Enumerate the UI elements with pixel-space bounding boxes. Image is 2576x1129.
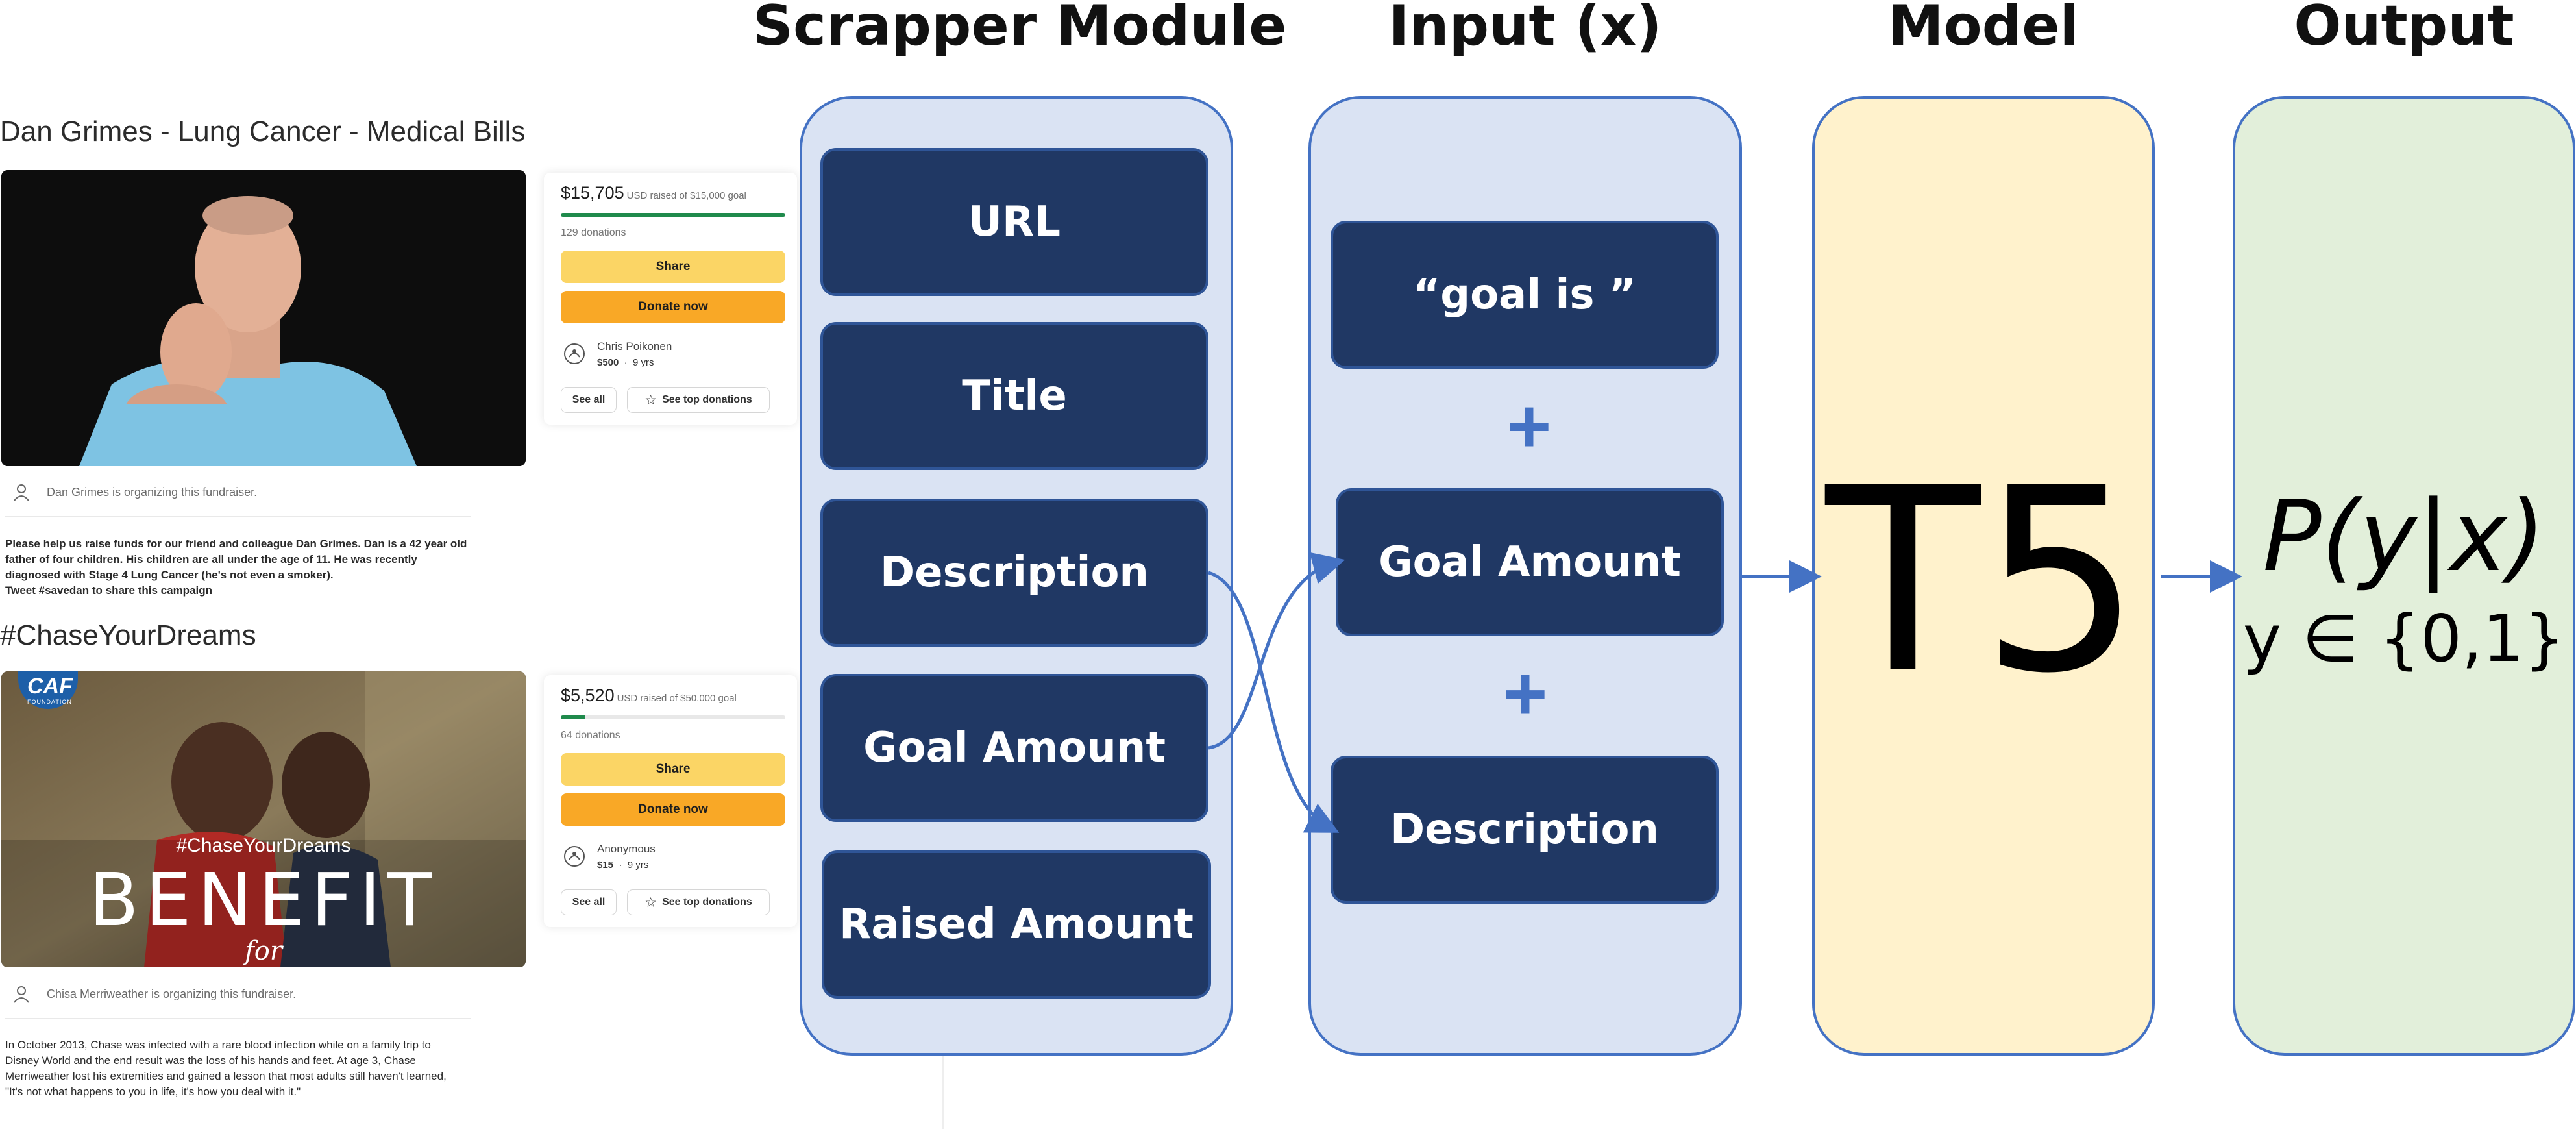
donor-meta: $15 · 9 yrs bbox=[597, 860, 649, 871]
image-hashtag: #ChaseYourDreams bbox=[176, 835, 351, 856]
see-all-button[interactable]: See all bbox=[561, 387, 617, 413]
arrow-description-to-input bbox=[1208, 571, 1340, 833]
caf-logo-text: CAF bbox=[27, 674, 73, 699]
donation-count: 64 donations bbox=[561, 730, 620, 741]
scrapper-title-box: Title bbox=[820, 322, 1208, 470]
user-icon bbox=[14, 986, 29, 1003]
fundraiser-1-title: Dan Grimes - Lung Cancer - Medical Bills bbox=[0, 116, 526, 147]
input-title: Input (x) bbox=[1388, 0, 1662, 58]
donor-icon bbox=[564, 343, 585, 364]
donor-name: Anonymous bbox=[597, 843, 656, 855]
progress-bar bbox=[561, 715, 785, 719]
output-set: y ∈ {0,1} bbox=[2242, 601, 2566, 676]
input-goal-amount-box: Goal Amount bbox=[1336, 488, 1724, 636]
output-title: Output bbox=[2294, 0, 2514, 58]
plus-icon: + bbox=[1503, 651, 1548, 737]
donor-icon bbox=[564, 846, 585, 867]
fundraiser-1-organizer: Dan Grimes is organizing this fundraiser… bbox=[47, 486, 258, 499]
output-formula: P(y|x) bbox=[2263, 480, 2545, 593]
see-top-donations-button[interactable]: ☆See top donations bbox=[627, 387, 770, 413]
donate-button[interactable]: Donate now bbox=[561, 793, 785, 826]
arrow-goal-to-input bbox=[1208, 552, 1345, 750]
image-subheadline: for bbox=[244, 936, 282, 966]
scrapper-url-box: URL bbox=[820, 148, 1208, 296]
input-description-box: Description bbox=[1331, 756, 1719, 904]
share-button[interactable]: Share bbox=[561, 251, 785, 283]
scrapper-goal-amount-box: Goal Amount bbox=[820, 674, 1208, 822]
scrapper-module-title: Scrapper Module bbox=[753, 0, 1287, 58]
fundraiser-2-photo: CAF FOUNDATION #ChaseYourDreams BENEFIT … bbox=[1, 671, 526, 967]
star-icon: ☆ bbox=[644, 895, 657, 910]
donate-button[interactable]: Donate now bbox=[561, 291, 785, 323]
caf-logo-subtext: FOUNDATION bbox=[27, 699, 72, 705]
plus-icon: + bbox=[1506, 384, 1552, 469]
donor-name: Chris Poikonen bbox=[597, 340, 672, 353]
donor-meta: $500 · 9 yrs bbox=[597, 357, 654, 368]
fundraiser-1-description: Please help us raise funds for our frien… bbox=[5, 538, 467, 597]
scrapper-description-box: Description bbox=[820, 499, 1208, 647]
donation-count: 129 donations bbox=[561, 227, 626, 238]
model-title: Model bbox=[1887, 0, 2079, 58]
share-button[interactable]: Share bbox=[561, 753, 785, 786]
model-name: T5 bbox=[1825, 434, 2142, 728]
see-all-button[interactable]: See all bbox=[561, 889, 617, 915]
divider bbox=[5, 516, 471, 517]
output-panel bbox=[2233, 96, 2575, 1056]
image-headline: BENEFIT bbox=[88, 858, 438, 943]
progress-bar bbox=[561, 213, 785, 217]
see-top-donations-button[interactable]: ☆See top donations bbox=[627, 889, 770, 915]
fundraiser-2-description: In October 2013, Chase was infected with… bbox=[5, 1039, 447, 1098]
fundraiser-2-title: #ChaseYourDreams bbox=[0, 619, 256, 651]
scrapper-raised-amount-box: Raised Amount bbox=[822, 850, 1211, 999]
divider bbox=[5, 1018, 471, 1019]
fundraiser-1-photo bbox=[1, 170, 526, 466]
user-icon bbox=[14, 484, 29, 501]
input-goal-prefix-box: “goal is ” bbox=[1331, 221, 1719, 369]
star-icon: ☆ bbox=[644, 392, 657, 408]
page-edge-line bbox=[942, 1039, 944, 1129]
fundraiser-2-organizer: Chisa Merriweather is organizing this fu… bbox=[47, 987, 297, 1000]
